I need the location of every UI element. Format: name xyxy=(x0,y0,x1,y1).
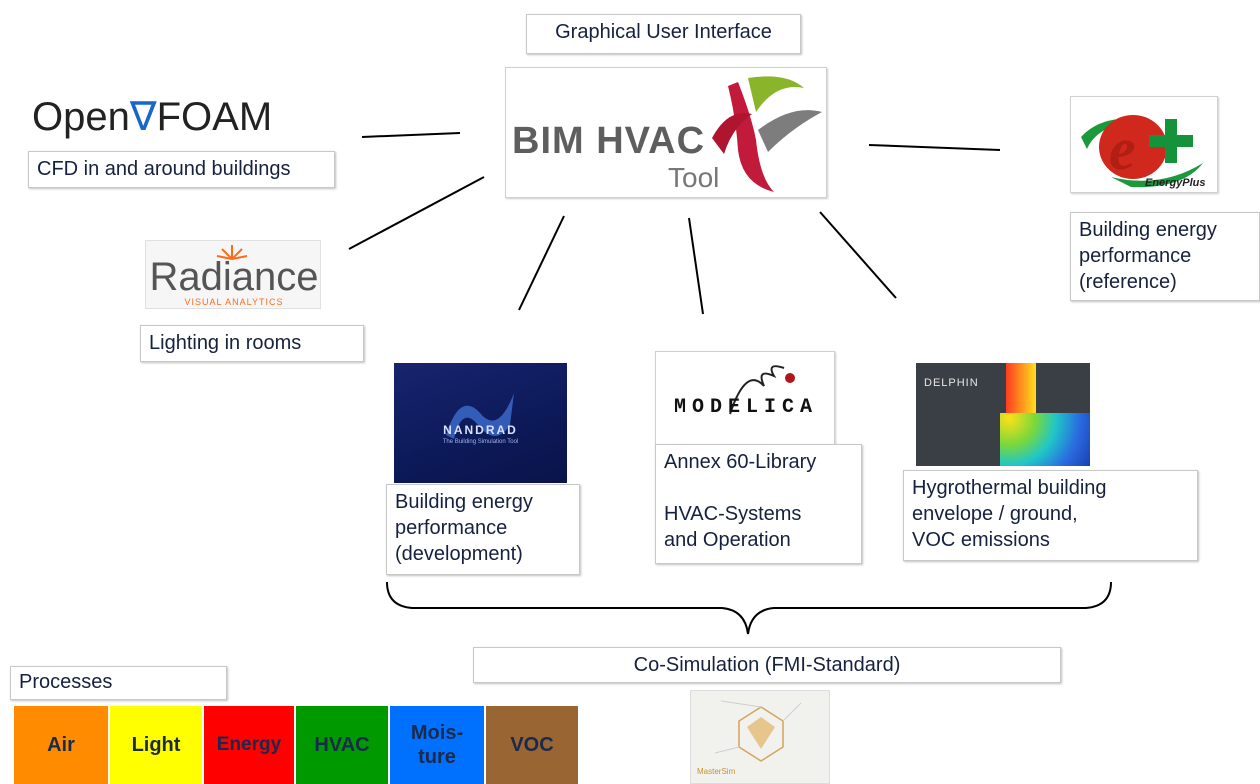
delphin-caption: Hygrothermal building envelope / ground,… xyxy=(903,470,1198,561)
delphin-logo: DELPHIN xyxy=(916,363,1090,466)
energyplus-logo-text: EnergyPlus xyxy=(1145,177,1206,189)
nandrad-logo: NANDRAD The Building Simulation Tool xyxy=(394,363,567,483)
openfoam-logo-text-b: FOAM xyxy=(156,95,273,139)
nandrad-ribbon-icon xyxy=(446,393,514,439)
line-modelica xyxy=(688,217,704,315)
svg-text:e: e xyxy=(1109,116,1136,182)
energyplus-graphic: e xyxy=(1081,115,1203,188)
radiance-logo: Radiance VISUAL ANALYTICS xyxy=(145,240,321,309)
bim-hvac-logo-text: BIM HVAC xyxy=(512,120,706,162)
process-energy: Energy xyxy=(204,706,296,784)
line-energyplus xyxy=(868,144,1001,151)
modelica-logo-text: MODELICA xyxy=(673,396,818,419)
nandrad-caption: Building energy performance (development… xyxy=(386,484,580,575)
modelica-logo: MODELICA xyxy=(655,351,835,445)
mastersim-logo: MasterSim xyxy=(690,690,830,784)
curly-brace xyxy=(386,581,1112,635)
energyplus-caption: Building energy performance (reference) xyxy=(1070,212,1260,301)
bim-hvac-tool-graphic xyxy=(712,76,822,192)
mastersim-polyhedron-icon xyxy=(714,700,802,762)
radiance-logo-subtext: VISUAL ANALYTICS xyxy=(184,297,284,307)
sunburst-icon xyxy=(216,245,248,260)
bim-hvac-logo-subtext: Tool xyxy=(668,162,720,193)
bim-hvac-tool-logo: BIM HVAC Tool xyxy=(505,67,827,198)
openfoam-logo-text: Open xyxy=(32,95,130,139)
process-voc: VOC xyxy=(486,706,578,784)
energyplus-logo: e EnergyPlus xyxy=(1070,96,1218,193)
modelica-swoosh-icon xyxy=(729,365,795,415)
mastersim-logo-text: MasterSim xyxy=(697,767,736,776)
process-hvac: HVAC xyxy=(296,706,390,784)
process-moisture: Mois- ture xyxy=(390,706,486,784)
line-nandrad xyxy=(518,215,565,311)
cosimulation-label: Co-Simulation (FMI-Standard) xyxy=(473,647,1061,683)
delphin-logo-text: DELPHIN xyxy=(924,377,979,389)
line-delphin xyxy=(819,211,897,299)
radiance-logo-text: Radiance xyxy=(149,255,319,299)
nandrad-tagline: The Building Simulation Tool xyxy=(442,439,519,445)
openfoam-logo: Open∇FOAM xyxy=(28,84,302,144)
modelica-caption: Annex 60-Library HVAC-Systems and Operat… xyxy=(655,444,862,564)
nandrad-logo-text: NANDRAD xyxy=(443,423,518,437)
radiance-caption: Lighting in rooms xyxy=(140,325,364,362)
process-light: Light xyxy=(110,706,204,784)
gui-header-label: Graphical User Interface xyxy=(526,14,801,54)
line-openfoam xyxy=(361,132,461,138)
nabla-icon: ∇ xyxy=(129,95,157,139)
openfoam-caption: CFD in and around buildings xyxy=(28,151,335,188)
processes-title: Processes xyxy=(10,666,227,700)
line-radiance xyxy=(348,176,485,250)
process-air: Air xyxy=(14,706,110,784)
